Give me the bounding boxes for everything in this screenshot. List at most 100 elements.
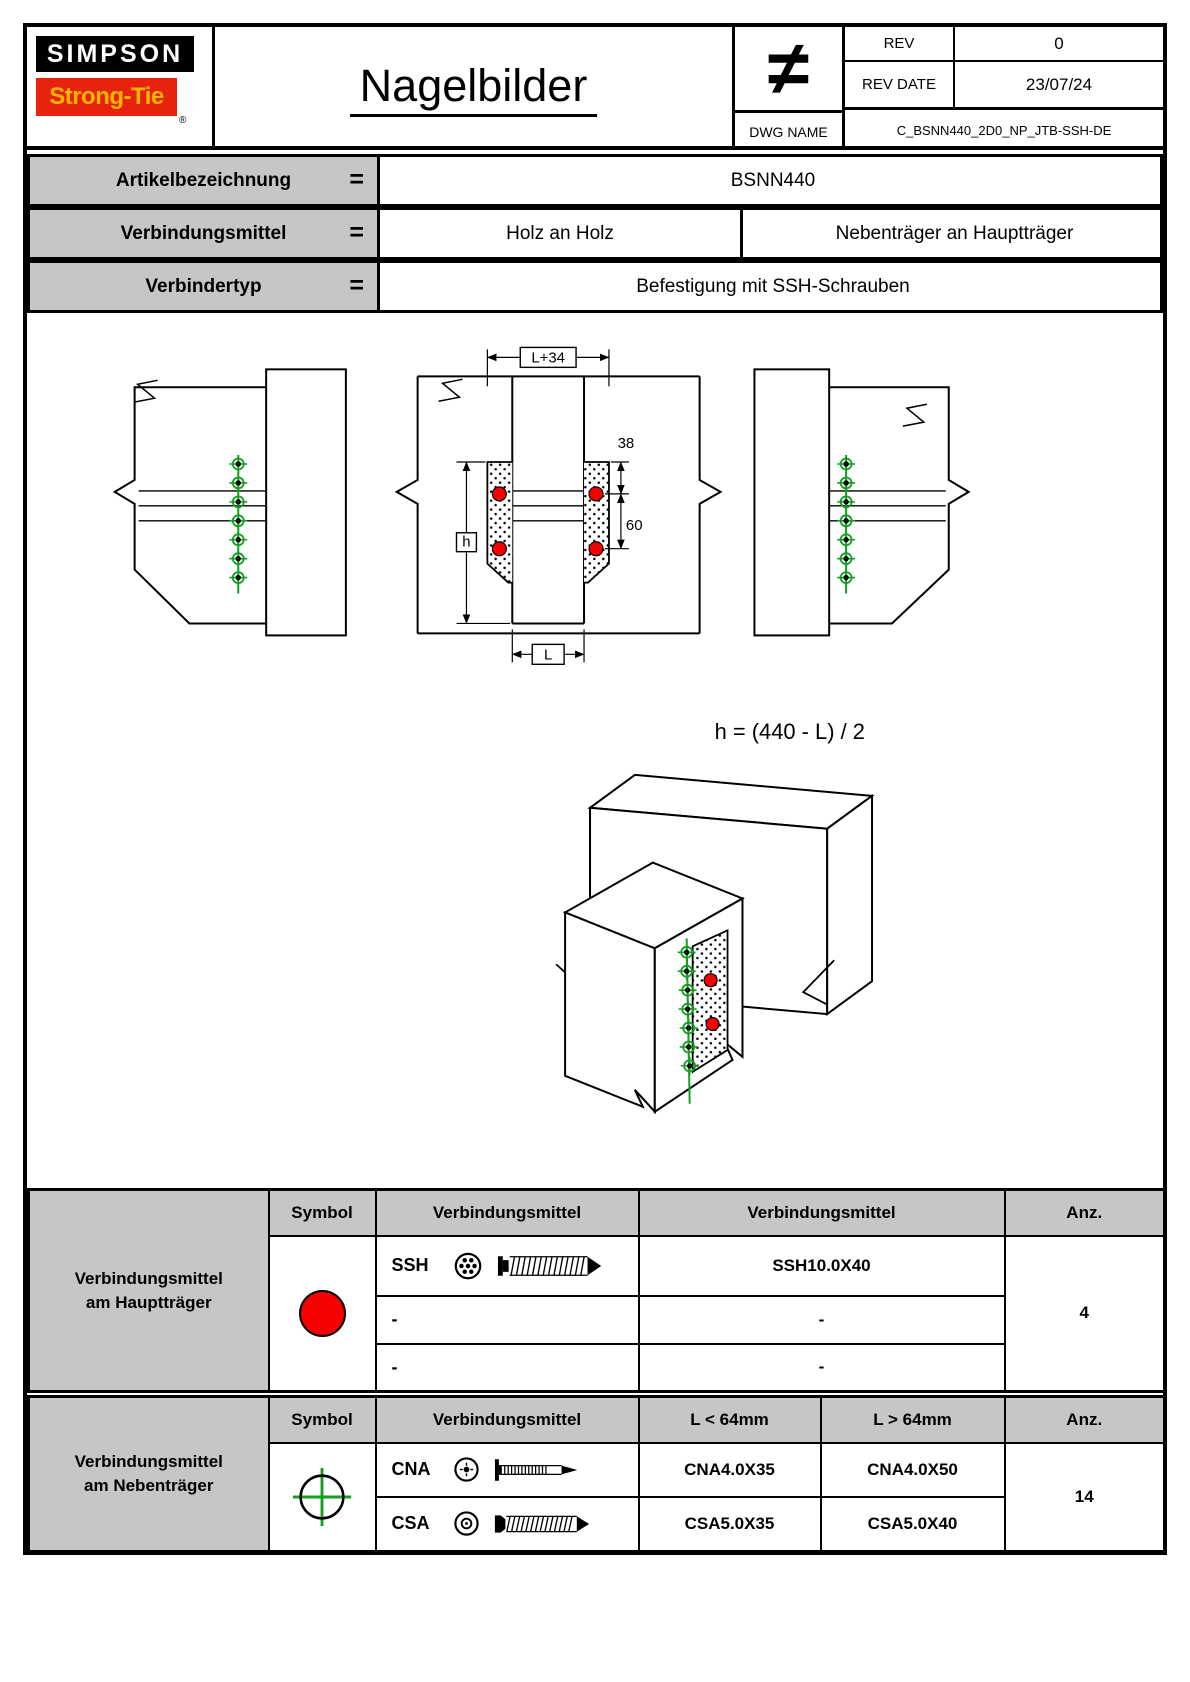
fastener-cell: CSA xyxy=(374,1495,640,1553)
group-label-line2: am Nebenträger xyxy=(84,1476,214,1495)
dimension-lines xyxy=(455,346,629,666)
fastener-cell: - xyxy=(374,1294,640,1345)
table-row: CSA xyxy=(29,1495,1165,1553)
logo-block: SIMPSON Strong-Tie ® xyxy=(27,27,215,150)
connection-type-right: Nebenträger an Hauptträger xyxy=(740,210,1166,257)
fastener-value: - xyxy=(637,1294,1006,1345)
info-label: Artikelbezeichnung= xyxy=(30,157,380,204)
info-label-text: Verbindertyp xyxy=(145,275,262,297)
table-row: SSH xyxy=(29,1234,1166,1393)
col-header-value: Verbindungsmittel xyxy=(637,1188,1006,1237)
dim-h-label: h xyxy=(462,534,470,551)
group-label-line2: am Hauptträger xyxy=(85,1292,212,1312)
fastener-cell: - xyxy=(374,1342,640,1393)
rev-label: REV xyxy=(845,27,955,62)
fastener-count: 14 xyxy=(1003,1441,1166,1553)
fastener-value: - xyxy=(637,1342,1006,1393)
break-mark-icon xyxy=(133,379,158,403)
registered-mark: ® xyxy=(179,115,187,126)
col-header-count: Anz. xyxy=(1003,1395,1166,1444)
col-header-symbol: Symbol xyxy=(267,1395,377,1444)
fastener-code: - xyxy=(391,1356,398,1377)
ssh-screw-position xyxy=(703,973,718,988)
simpson-logo: SIMPSON xyxy=(36,36,194,72)
info-label: Verbindungsmittel = xyxy=(30,210,380,257)
symbol-cell xyxy=(267,1441,377,1553)
equals-sign: = xyxy=(349,217,364,246)
dim-L-label: L xyxy=(544,646,552,663)
dim-38-label: 38 xyxy=(618,435,635,452)
group-label-line1: Verbindungsmittel xyxy=(74,1452,223,1472)
symbol-cell xyxy=(267,1234,377,1393)
ssh-screw-positions xyxy=(491,486,604,557)
projection-symbol-cell: ≠ xyxy=(735,27,845,110)
hanger-left-flange xyxy=(486,461,513,584)
fastener-value-long: CNA4.0X50 xyxy=(819,1441,1006,1498)
beam-right-break xyxy=(698,376,723,634)
secondary-beam-right-view xyxy=(829,386,971,625)
secondary-fasteners-iso xyxy=(676,938,700,1104)
fastener-cell: CNA xyxy=(374,1441,640,1498)
col-header-fastener: Verbindungsmittel xyxy=(374,1188,640,1237)
fastener-code: SSH xyxy=(391,1255,429,1275)
table-group-label: Verbindungsmittel am Hauptträger xyxy=(27,1188,270,1393)
main-beam-right-view xyxy=(753,368,831,637)
rev-date-label: REV DATE xyxy=(845,62,955,110)
ssh-head-icon xyxy=(454,1252,481,1279)
info-label: Verbindertyp = xyxy=(30,263,380,310)
table-group-label: Verbindungsmittel am Nebenträger xyxy=(27,1395,270,1553)
strongtie-logo-text: Strong-Tie xyxy=(49,83,164,110)
info-row-verbindungsmittel: Verbindungsmittel = Holz an Holz Nebenträ… xyxy=(27,207,1163,260)
break-mark-icon xyxy=(801,959,835,1005)
front-view: L+34 38 60 h L xyxy=(394,346,723,666)
table-row: - - xyxy=(29,1342,1165,1393)
fastener-code: CSA xyxy=(391,1513,430,1534)
info-row-artikelbezeichnung: Artikelbezeichnung= BSNN440 xyxy=(27,154,1163,207)
simpson-logo-text: SIMPSON xyxy=(46,39,184,68)
col-header-symbol: Symbol xyxy=(267,1188,377,1237)
table-row: - - xyxy=(29,1294,1165,1345)
info-label-text: Verbindungsmittel xyxy=(120,222,287,244)
dim-60-label: 60 xyxy=(626,517,643,534)
fastener-value-short: CSA5.0X35 xyxy=(637,1495,822,1553)
col-header-short: L < 64mm xyxy=(637,1395,822,1444)
dwg-name-label: DWG NAME xyxy=(735,110,845,150)
break-mark-icon xyxy=(438,378,463,402)
dimension-labels: L+34 38 60 h L xyxy=(462,349,642,663)
secondary-beam-front-face xyxy=(564,910,656,1115)
nebentraeger-fastener-table: Verbindungsmittel am Nebenträger Symbol … xyxy=(27,1395,1166,1553)
fastener-count: 4 xyxy=(1003,1234,1166,1393)
fastener-cell: SSH xyxy=(374,1234,640,1297)
title-cell: Nagelbilder xyxy=(215,27,735,150)
dwg-name-value: C_BSNN440_2D0_NP_JTB-SSH-DE xyxy=(896,122,1112,138)
drawing-area: L+34 38 60 h L h = (440 - L) / 2 xyxy=(27,313,1163,1188)
page-title: Nagelbilder xyxy=(349,60,598,117)
col-header-count: Anz. xyxy=(1003,1188,1166,1237)
hanger-right-flange xyxy=(584,461,610,584)
col-header-long: L > 64mm xyxy=(819,1395,1006,1444)
sheet-frame: SIMPSON Strong-Tie ® Nagelbilder ≠ DWG N… xyxy=(23,23,1167,1555)
crosshair-symbol-icon xyxy=(292,1467,352,1526)
fastener-code: CNA xyxy=(391,1459,431,1479)
connection-type-left: Holz an Holz xyxy=(506,222,614,244)
csa-head-icon xyxy=(453,1511,479,1536)
main-beam-left-view xyxy=(265,368,347,637)
cna-nail-icon xyxy=(494,1458,577,1481)
break-mark-icon xyxy=(902,403,927,427)
title-block: SIMPSON Strong-Tie ® Nagelbilder ≠ DWG N… xyxy=(27,27,1163,150)
ssh-symbol-icon xyxy=(298,1289,346,1337)
info-row-verbindertyp: Verbindertyp= Befestigung mit SSH-Schrau… xyxy=(27,260,1163,313)
ssh-screw-position xyxy=(705,1016,720,1032)
fastener-value: SSH10.0X40 xyxy=(637,1234,1006,1297)
strongtie-logo: Strong-Tie xyxy=(36,78,177,116)
joint-lines xyxy=(138,490,267,522)
equals-sign: = xyxy=(349,270,364,299)
height-formula: h = (440 - L) / 2 xyxy=(715,719,865,744)
projection-symbol: ≠ xyxy=(767,25,810,111)
group-label-line1: Verbindungsmittel xyxy=(74,1268,223,1288)
secondary-fasteners-right xyxy=(836,454,857,594)
table-row: CNA xyxy=(29,1441,1166,1553)
fastener-value-long: CSA5.0X40 xyxy=(819,1495,1006,1553)
fastener-value-short: CNA4.0X35 xyxy=(637,1441,822,1498)
